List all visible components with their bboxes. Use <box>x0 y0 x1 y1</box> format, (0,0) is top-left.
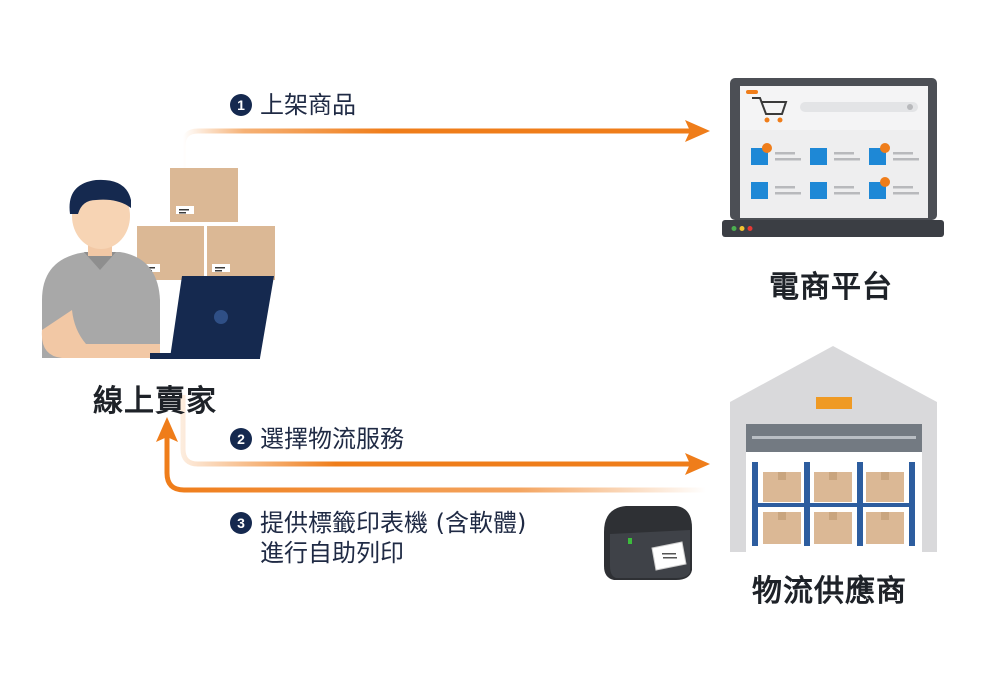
shopping-cart-icon <box>752 97 788 123</box>
logistics-label: 物流供應商 <box>752 574 907 609</box>
step-2-label: 2 選擇物流服務 <box>230 424 404 454</box>
label-printer-icon <box>604 506 692 580</box>
step-number-badge: 1 <box>230 94 252 116</box>
product-icon <box>751 143 801 165</box>
arrow-list-products <box>180 120 710 168</box>
step-1-label: 1 上架商品 <box>230 90 356 120</box>
product-icon <box>810 182 860 199</box>
product-icon <box>869 177 919 199</box>
ecommerce-label: 電商平台 <box>769 270 893 305</box>
box-icon <box>170 168 238 222</box>
product-icon <box>810 148 860 165</box>
step-3-label: 3 提供標籤印表機 (含軟體) 進行自助列印 <box>230 508 526 568</box>
ecommerce-screen-illustration <box>722 78 944 237</box>
laptop-icon <box>150 276 274 359</box>
arrow-choose-logistics <box>180 395 710 475</box>
warehouse-illustration <box>730 346 937 552</box>
product-icon <box>751 182 801 199</box>
box-icon <box>207 226 275 280</box>
step-2-text: 選擇物流服務 <box>260 425 404 453</box>
step-1-text: 上架商品 <box>260 91 356 119</box>
product-icon <box>869 143 919 165</box>
step-number-badge: 3 <box>230 512 252 534</box>
step-3-text-line-2: 進行自助列印 <box>260 539 404 567</box>
seller-illustration <box>41 168 275 359</box>
seller-label: 線上賣家 <box>93 384 217 419</box>
step-3-text-line-1: 提供標籤印表機 (含軟體) <box>260 509 527 537</box>
arrow-provide-printer <box>156 417 706 493</box>
step-number-badge: 2 <box>230 428 252 450</box>
